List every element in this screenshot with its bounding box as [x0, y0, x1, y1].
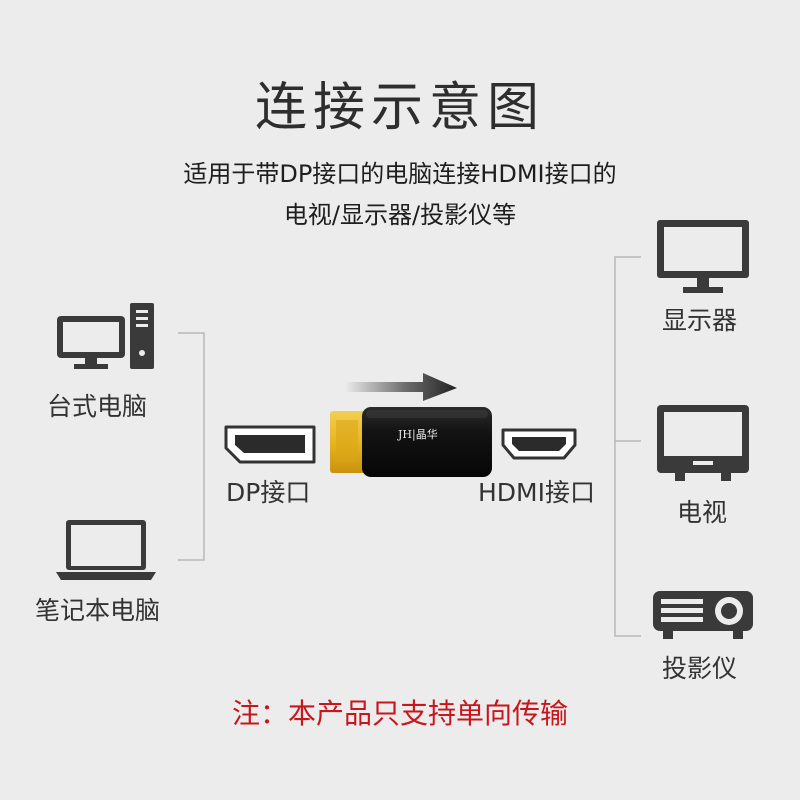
subtitle-line-1: 适用于带DP接口的电脑连接HDMI接口的	[183, 160, 617, 188]
hdmi-port-icon	[501, 428, 577, 460]
desktop-computer-label: 台式电脑	[47, 392, 148, 421]
dp-port-icon	[224, 425, 316, 464]
adapter-brand-logo: JH|晶华	[398, 428, 438, 441]
projector-icon	[653, 591, 753, 639]
arrow-right-icon	[345, 373, 457, 401]
one-way-transmission-note: 注：本产品只支持单向传输	[231, 697, 568, 730]
projector-label: 投影仪	[662, 654, 738, 683]
page-title: 连接示意图	[254, 78, 545, 138]
tv-label: 电视	[677, 498, 728, 527]
hdmi-port-label: HDMI接口	[478, 478, 595, 507]
dp-to-hdmi-adapter	[330, 407, 492, 477]
tv-icon	[657, 405, 749, 481]
laptop-icon	[56, 520, 156, 580]
monitor-label: 显示器	[662, 306, 738, 335]
subtitle-line-2: 电视/显示器/投影仪等	[283, 201, 517, 229]
laptop-label: 笔记本电脑	[35, 596, 161, 625]
monitor-icon	[657, 220, 749, 293]
dp-port-label: DP接口	[226, 478, 311, 507]
desktop-computer-icon	[57, 303, 154, 369]
